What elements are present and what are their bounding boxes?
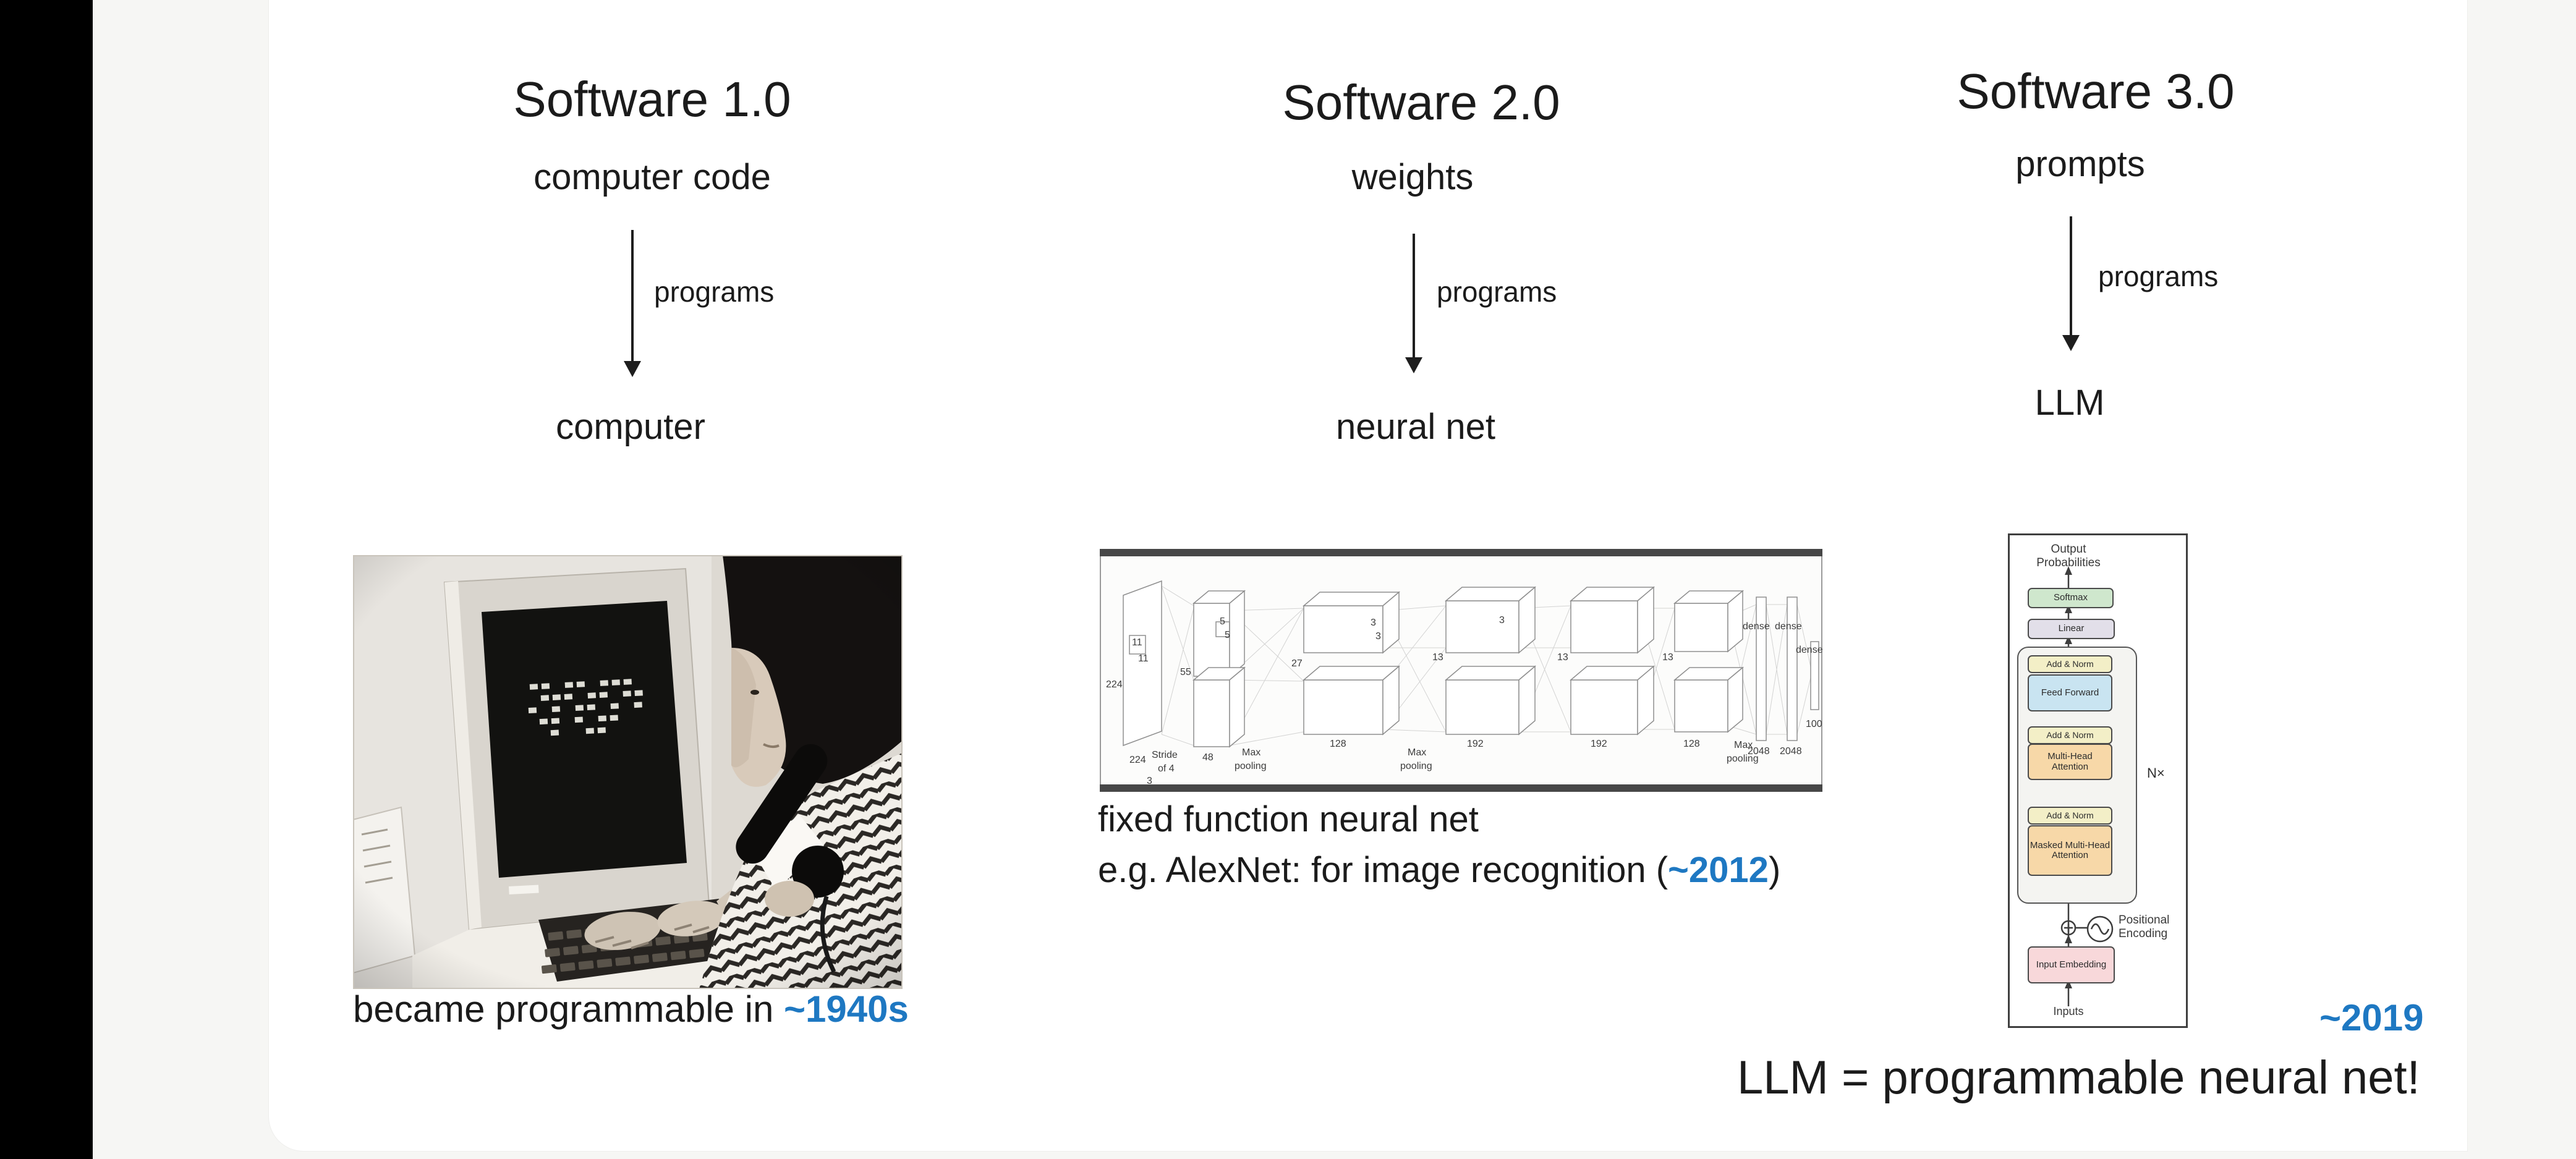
alexnet-input-layer bbox=[1123, 580, 1162, 747]
svg-text:Max: Max bbox=[1408, 747, 1426, 758]
llm-caption: LLM = programmable neural net! bbox=[1737, 1051, 2420, 1104]
svg-text:of 4: of 4 bbox=[1158, 763, 1175, 774]
tf-softmax-box: Softmax bbox=[2028, 588, 2114, 608]
svg-text:1000: 1000 bbox=[1806, 719, 1822, 729]
tf-linear-box: Linear bbox=[2028, 619, 2115, 639]
tf-feed-forward-box: Feed Forward bbox=[2028, 674, 2112, 711]
svg-text:Max: Max bbox=[1734, 740, 1753, 750]
svg-text:27: 27 bbox=[1291, 658, 1303, 669]
svg-text:Max: Max bbox=[1242, 747, 1260, 758]
programs-arrowhead-2 bbox=[1405, 357, 1422, 373]
svg-text:dense: dense bbox=[1743, 621, 1770, 632]
svg-text:13: 13 bbox=[1432, 652, 1443, 663]
caption-1940s-prefix: became programmable in bbox=[353, 988, 784, 1030]
svg-text:192: 192 bbox=[1591, 739, 1607, 749]
svg-text:128: 128 bbox=[1683, 739, 1700, 749]
svg-text:Stride: Stride bbox=[1152, 750, 1178, 760]
letterbox-left bbox=[0, 0, 93, 1159]
svg-text:11: 11 bbox=[1138, 653, 1149, 664]
year-2019: ~2019 bbox=[2319, 997, 2424, 1038]
programs-label-1: programs bbox=[654, 276, 775, 308]
programs-arrowhead-1 bbox=[624, 361, 641, 377]
svg-text:pooling: pooling bbox=[1400, 761, 1432, 771]
alexnet-caption-suffix: ) bbox=[1768, 850, 1781, 890]
caption-1940s: became programmable in ~1940s bbox=[353, 988, 909, 1030]
tf-positional-encoding-label: Positional Encoding bbox=[2119, 914, 2170, 940]
programs-label-3: programs bbox=[2098, 260, 2219, 292]
svg-text:224: 224 bbox=[1106, 679, 1123, 690]
alexnet-caption-prefix: e.g. AlexNet: for image recognition ( bbox=[1098, 850, 1668, 890]
tf-add-norm-box-1: Add & Norm bbox=[2028, 655, 2112, 673]
programs-arrow-1 bbox=[631, 230, 634, 361]
svg-text:192: 192 bbox=[1467, 739, 1484, 749]
svg-text:dense: dense bbox=[1775, 621, 1802, 632]
tf-masked-multi-head-attention-box: Masked Multi-Head Attention bbox=[2028, 825, 2112, 876]
year-2012: ~2012 bbox=[1668, 850, 1769, 890]
svg-text:3: 3 bbox=[1499, 615, 1505, 626]
svg-text:48: 48 bbox=[1202, 752, 1214, 763]
software1-input-label: computer code bbox=[533, 157, 771, 197]
software2-output-label: neural net bbox=[1336, 407, 1495, 447]
programs-arrow-3 bbox=[2070, 216, 2072, 335]
svg-text:224: 224 bbox=[1129, 755, 1146, 765]
svg-text:3: 3 bbox=[1147, 776, 1152, 786]
svg-text:5: 5 bbox=[1225, 630, 1230, 640]
software2-input-label: weights bbox=[1351, 157, 1474, 197]
svg-text:3: 3 bbox=[1375, 631, 1381, 642]
tf-input-embedding-box: Input Embedding bbox=[2028, 946, 2115, 983]
software3-title: Software 3.0 bbox=[1957, 64, 2235, 119]
programs-arrowhead-3 bbox=[2062, 335, 2080, 351]
vintage-terminal-photo bbox=[353, 555, 903, 989]
svg-text:13: 13 bbox=[1557, 652, 1568, 663]
tf-output-probabilities-label: Output Probabilities bbox=[2036, 543, 2101, 569]
programs-label-2: programs bbox=[1437, 276, 1557, 308]
svg-text:5: 5 bbox=[1220, 616, 1225, 627]
year-1940s: ~1940s bbox=[784, 988, 909, 1030]
software1-title: Software 1.0 bbox=[513, 72, 791, 127]
software1-output-label: computer bbox=[556, 407, 705, 447]
tf-nx-label: N× bbox=[2147, 765, 2165, 781]
alexnet-caption-line1: fixed function neural net bbox=[1098, 799, 1479, 839]
svg-text:pooling: pooling bbox=[1235, 761, 1267, 771]
svg-text:pooling: pooling bbox=[1727, 754, 1759, 764]
svg-text:13: 13 bbox=[1662, 652, 1673, 663]
transformer-figure: Output Probabilities Softmax Linear Add … bbox=[2008, 533, 2188, 1028]
tf-add-norm-box-3: Add & Norm bbox=[2028, 807, 2112, 825]
software2-title: Software 2.0 bbox=[1282, 75, 1560, 130]
svg-text:2048: 2048 bbox=[1748, 746, 1770, 757]
alexnet-dense-layer bbox=[1756, 596, 1767, 741]
svg-text:11: 11 bbox=[1132, 637, 1142, 648]
svg-text:128: 128 bbox=[1330, 739, 1346, 749]
software3-input-label: prompts bbox=[2015, 144, 2145, 184]
programs-arrow-2 bbox=[1413, 234, 1415, 357]
svg-text:55: 55 bbox=[1180, 667, 1191, 677]
tf-multi-head-attention-box: Multi-Head Attention bbox=[2028, 744, 2112, 780]
tf-add-norm-box-2: Add & Norm bbox=[2028, 726, 2112, 744]
svg-text:3: 3 bbox=[1371, 618, 1376, 628]
software3-output-label: LLM bbox=[2034, 383, 2105, 423]
svg-text:dense: dense bbox=[1796, 645, 1822, 655]
svg-text:2048: 2048 bbox=[1780, 746, 1802, 757]
alexnet-caption-line2: e.g. AlexNet: for image recognition (~20… bbox=[1098, 849, 1780, 891]
tf-inputs-label: Inputs bbox=[2053, 1005, 2084, 1017]
